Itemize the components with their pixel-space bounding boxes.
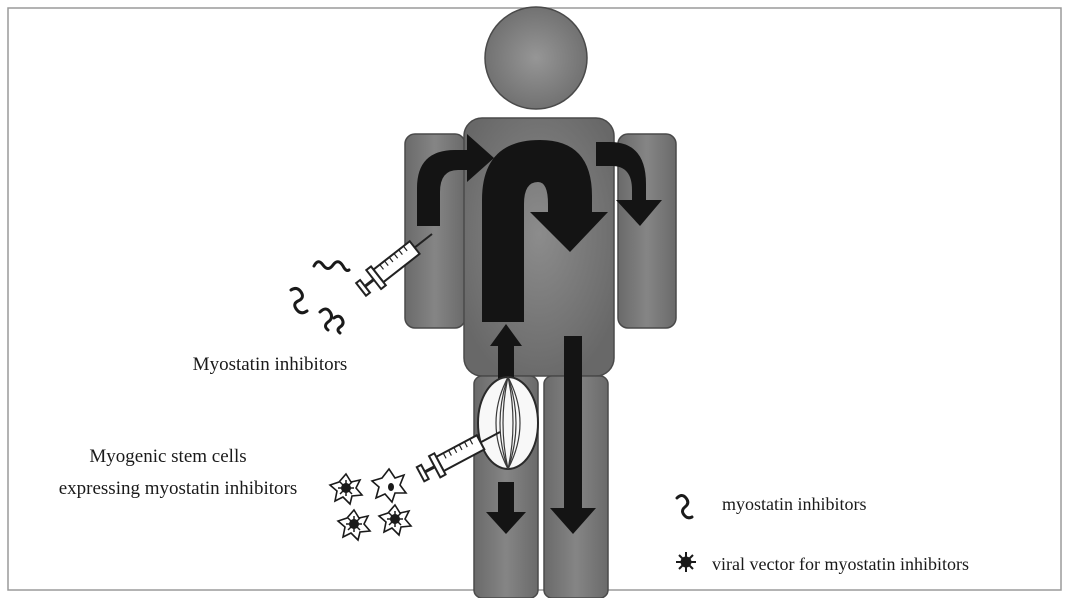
legend-item-viral-vector: viral vector for myostatin inhibitors — [676, 552, 969, 574]
squiggle-icon — [677, 496, 692, 518]
muscle-icon — [478, 377, 538, 469]
human-figure — [405, 7, 676, 598]
stem-cells-label-line2: expressing myostatin inhibitors — [59, 478, 298, 499]
legend-label-inhibitors: myostatin inhibitors — [722, 494, 867, 514]
legend-item-inhibitors: myostatin inhibitors — [677, 494, 867, 518]
stem-cells-icon — [330, 469, 411, 540]
legend-label-viral-vector: viral vector for myostatin inhibitors — [712, 554, 969, 574]
myostatin-inhibitors-label: Myostatin inhibitors — [193, 354, 348, 375]
legend: myostatin inhibitors viral vector for my… — [676, 494, 969, 574]
inhibitor-squiggles-icon — [291, 262, 349, 333]
stem-cells-label-line1: Myogenic stem cells — [89, 446, 246, 467]
virus-star-icon — [676, 552, 696, 572]
figure-head — [485, 7, 587, 109]
